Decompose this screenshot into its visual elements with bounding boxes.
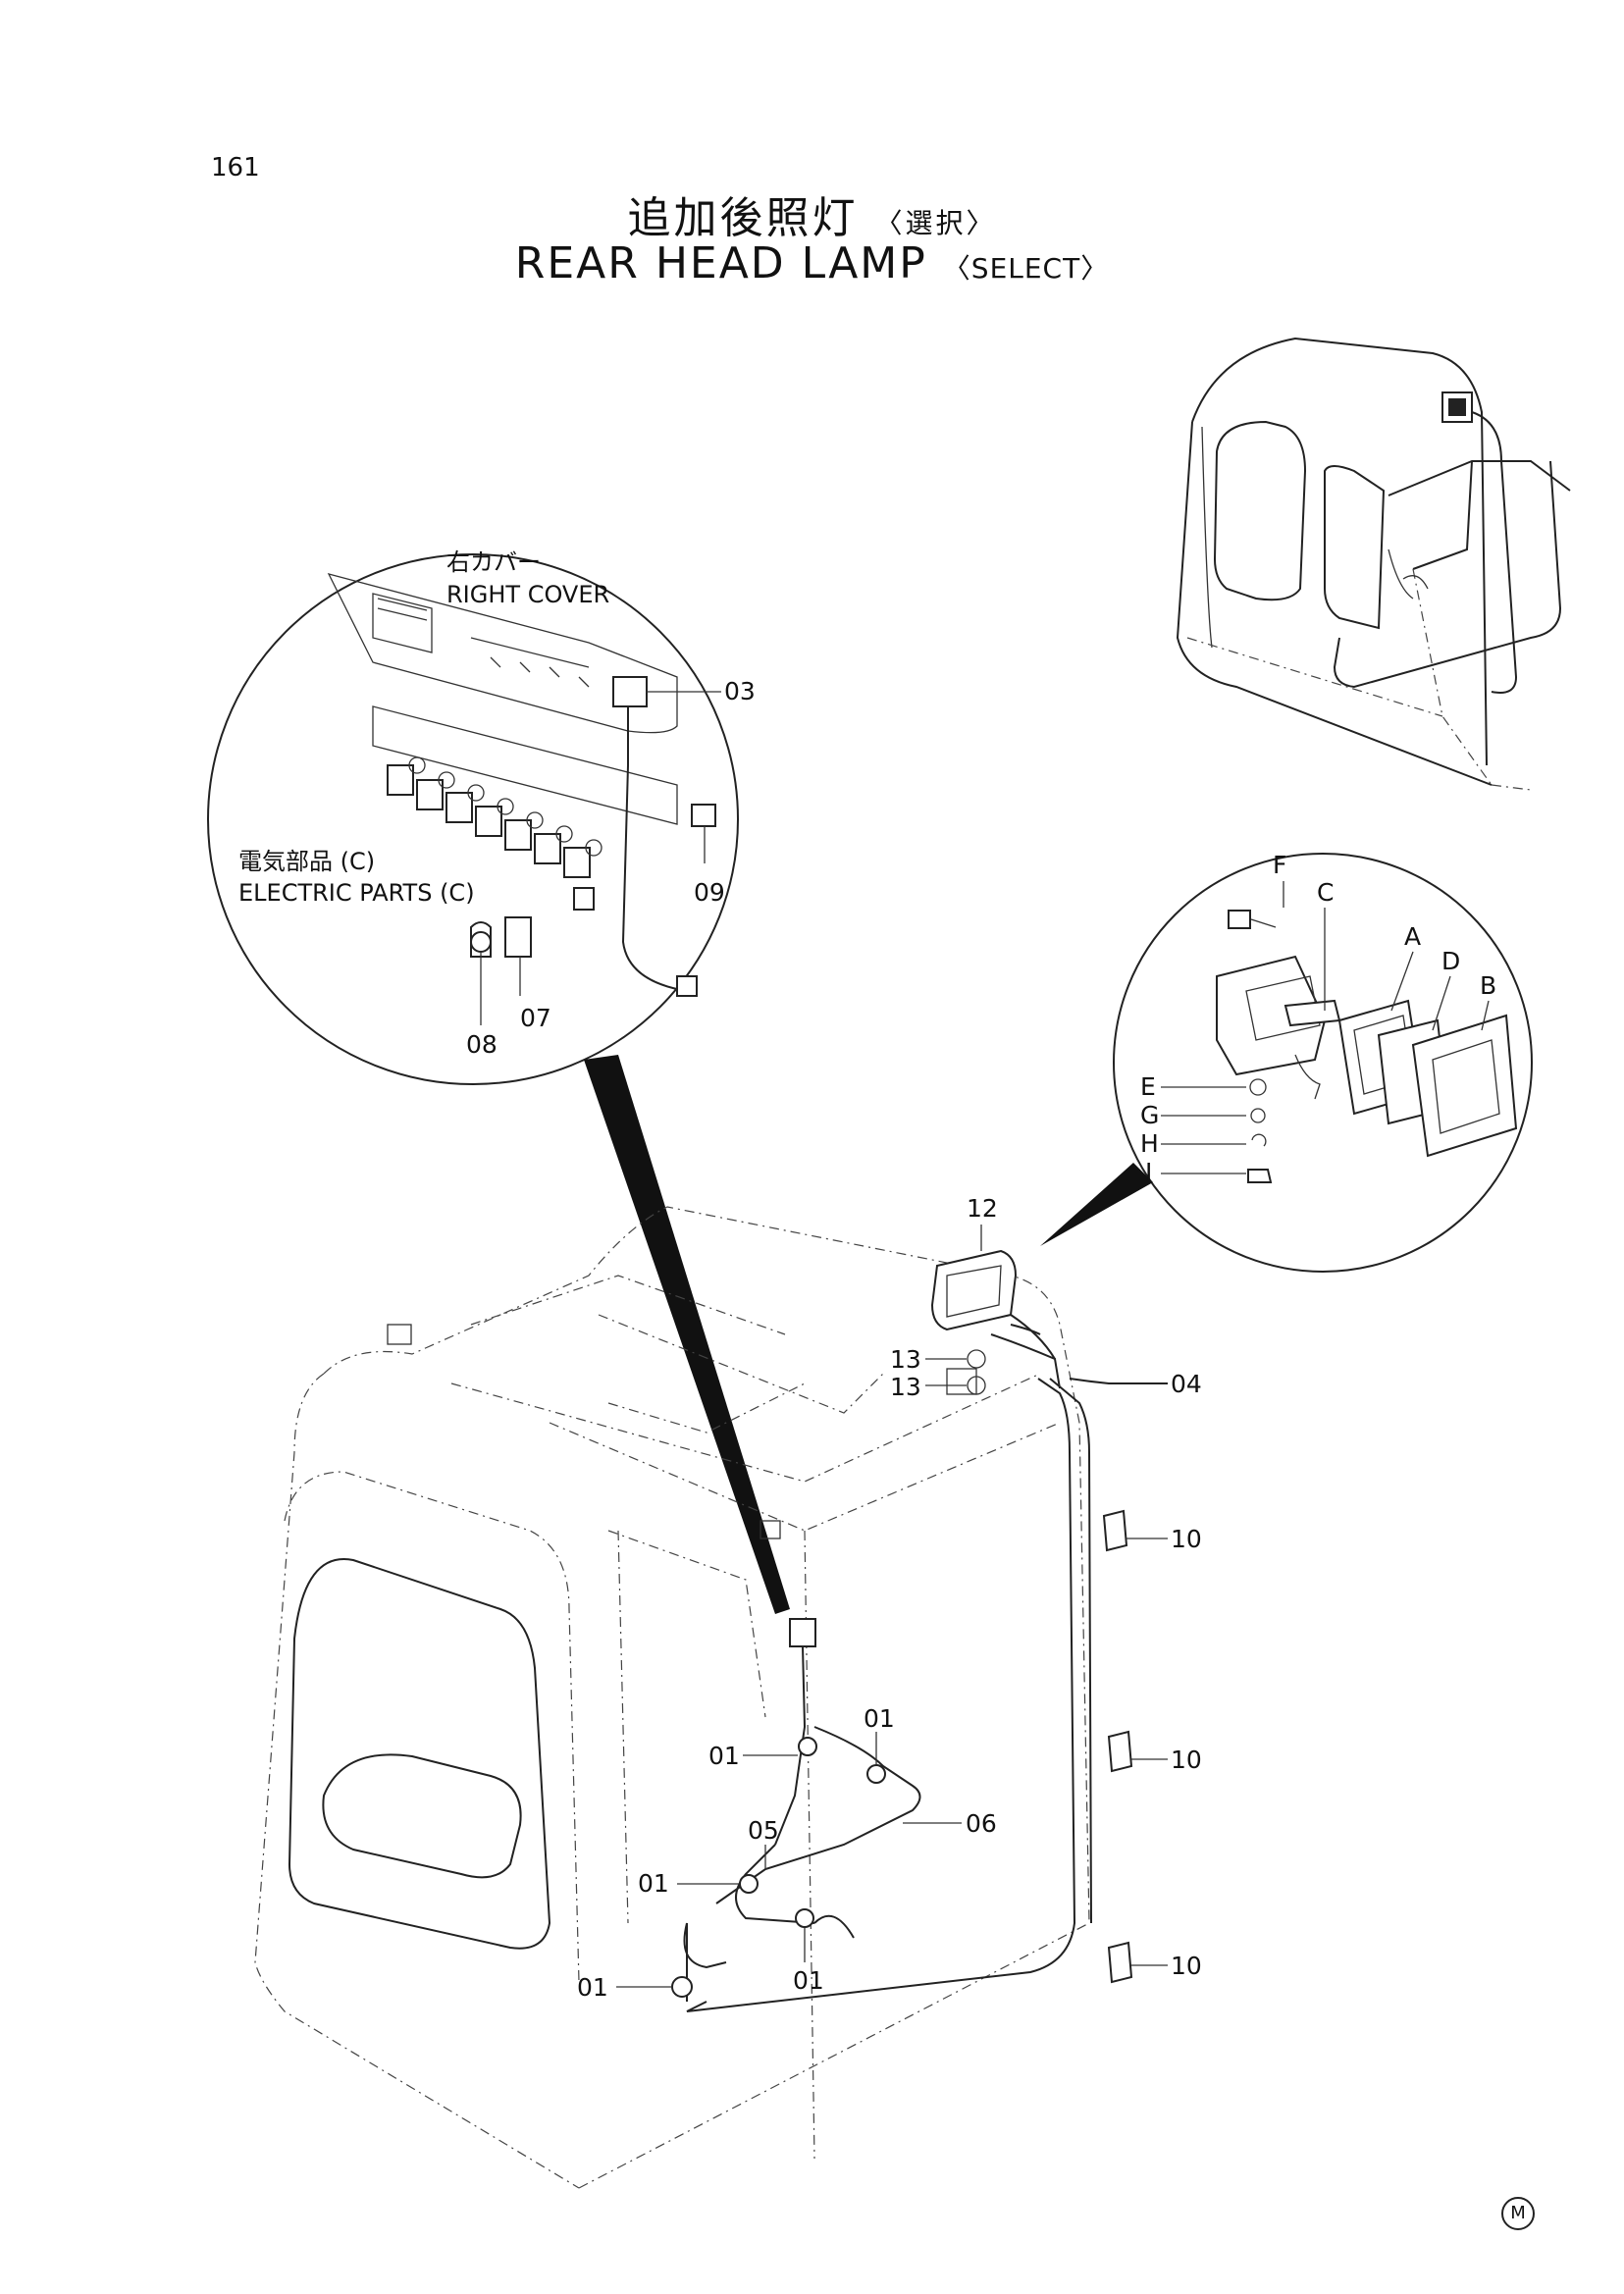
part-13b: 13: [890, 1373, 921, 1401]
manufacturer-mark: M: [1501, 2197, 1535, 2230]
harness-assembly: [616, 1618, 962, 2002]
electric-parts-detail-circle: [207, 553, 739, 1085]
part-01c: 01: [638, 1869, 669, 1898]
title-english: REAR HEAD LAMP 〈SELECT〉: [0, 238, 1624, 288]
pointer-wedge-right: [1040, 1163, 1153, 1246]
lamp-part-c: C: [1317, 878, 1334, 907]
rear-head-lamp-12: [925, 1225, 1168, 1395]
connector-top: [789, 1618, 816, 1647]
clamp-10-group: [1102, 1509, 1168, 1984]
part-01d: 01: [793, 1966, 824, 1995]
relay-row: [387, 756, 602, 878]
bolt-f-shape: [1228, 910, 1251, 929]
small-cab-illustration: [1176, 337, 1571, 791]
page-number: 161: [211, 153, 260, 182]
callout-electric-parts-en: ELECTRIC PARTS (C): [238, 879, 475, 907]
title-jp-select: 〈選択〉: [874, 207, 997, 239]
title-japanese: 追加後照灯 〈選択〉: [0, 182, 1624, 245]
part-01a: 01: [708, 1742, 740, 1770]
lamp-detail-circle: [1113, 853, 1533, 1273]
lamp-part-d: D: [1441, 947, 1460, 975]
washer-13b: [967, 1376, 986, 1395]
part-10a: 10: [1171, 1525, 1202, 1553]
part-01b: 01: [864, 1704, 895, 1733]
connector-03-shape: [612, 676, 648, 707]
part-08: 08: [466, 1030, 498, 1059]
main-cab-illustration: [254, 1206, 1092, 2189]
lamp-part-f: F: [1273, 851, 1286, 879]
part-09: 09: [694, 878, 725, 907]
part-12: 12: [967, 1194, 998, 1223]
lamp-part-h: H: [1140, 1129, 1159, 1158]
part-10b: 10: [1171, 1746, 1202, 1774]
part-13a: 13: [890, 1345, 921, 1374]
label-09-shape: [691, 804, 716, 827]
part-06: 06: [966, 1809, 997, 1838]
lamp-part-a: A: [1404, 922, 1421, 951]
lamp-part-i: I: [1145, 1158, 1152, 1186]
callout-right-cover-jp: 右カバー: [446, 548, 541, 576]
lamp-part-b: B: [1480, 971, 1496, 1000]
part-03: 03: [724, 677, 756, 705]
relay-07-shape: [504, 916, 532, 958]
part-04: 04: [1171, 1370, 1202, 1398]
callout-electric-parts-jp: 電気部品 (C): [238, 848, 375, 875]
callout-right-cover-en: RIGHT COVER: [446, 581, 609, 608]
screw-08-shape: [470, 931, 492, 953]
lamp-part-e: E: [1140, 1072, 1156, 1101]
part-05: 05: [748, 1816, 779, 1845]
part-07: 07: [520, 1004, 551, 1032]
part-10c: 10: [1171, 1952, 1202, 1980]
pointer-wedge-left: [584, 1055, 790, 1614]
title-jp-main: 追加後照灯: [627, 193, 859, 243]
title-en-main: REAR HEAD LAMP: [514, 238, 927, 288]
washer-13a: [967, 1349, 986, 1369]
title-en-select: 〈SELECT〉: [942, 252, 1110, 285]
part-01e: 01: [577, 1973, 608, 2002]
lamp-part-g: G: [1140, 1101, 1159, 1129]
